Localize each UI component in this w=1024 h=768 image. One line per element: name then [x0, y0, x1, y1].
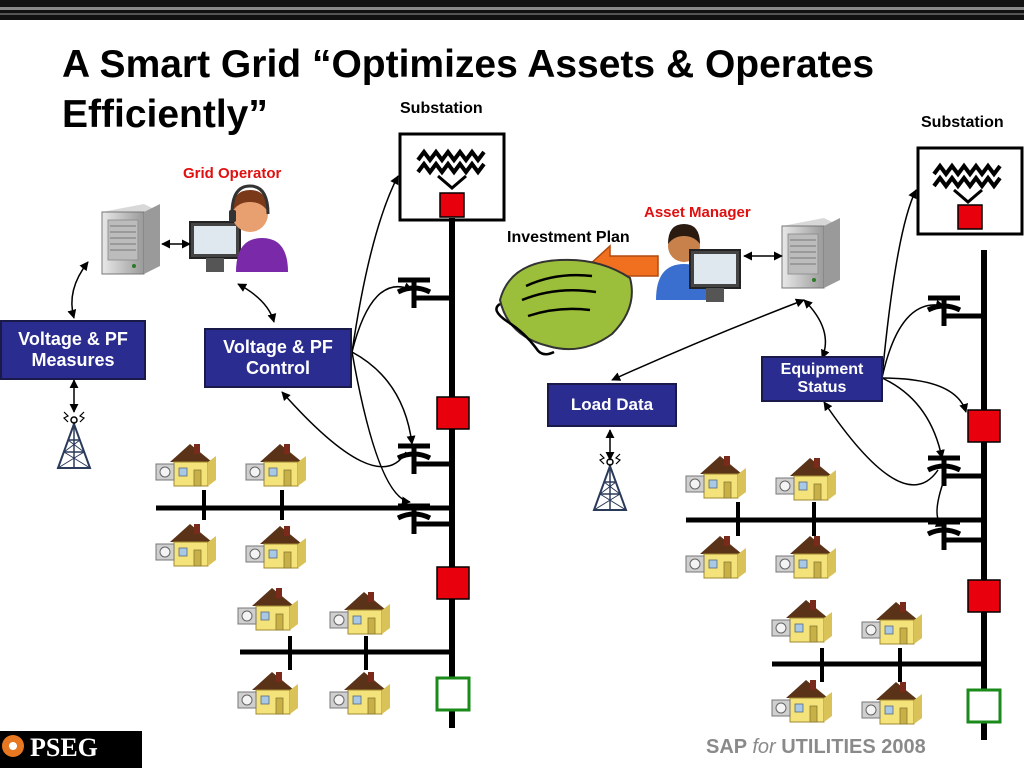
asset-manager-label: Asset Manager [644, 204, 751, 221]
sun-icon [2, 735, 24, 757]
investment-plan-label: Investment Plan [507, 229, 630, 246]
substation-right [916, 146, 1024, 236]
breaker-closed [439, 192, 465, 218]
sap-logo-prefix: SAP [706, 736, 747, 758]
capacitor-icon [928, 298, 982, 326]
box-line: Voltage & PF [223, 337, 333, 358]
substation-left-label: Substation [400, 100, 483, 117]
house-icon [685, 455, 747, 499]
house-icon [771, 679, 833, 723]
house-icon [237, 671, 299, 715]
top-decorative-bar [0, 0, 1024, 20]
operator-icon [189, 184, 288, 272]
house-icon [155, 443, 217, 487]
capacitor-icon [398, 280, 452, 308]
house-icon [771, 599, 833, 643]
house-icon [329, 671, 391, 715]
box-line: Status [797, 379, 847, 396]
load-data-box: Load Data [547, 383, 677, 427]
sap-for-utilities-logo: SAP for UTILITIES 2008 [706, 736, 926, 759]
house-icon [155, 523, 217, 567]
capacitor-icon [928, 522, 982, 550]
house-icon [245, 525, 307, 569]
substation-left [398, 132, 506, 222]
slide-title: A Smart Grid “Optimizes Assets & Operate… [62, 40, 874, 140]
pseg-logo: PSEG [0, 731, 142, 768]
house-icon [775, 457, 837, 501]
house-icon [861, 601, 923, 645]
box-line: Load Data [570, 395, 654, 415]
server-icon [101, 203, 161, 275]
house-icon [329, 591, 391, 635]
breaker-closed [967, 409, 1001, 443]
substation-right-label: Substation [921, 114, 1004, 131]
breaker-closed [957, 204, 983, 230]
box-line: Voltage & PF [18, 329, 128, 350]
house-icon [245, 443, 307, 487]
server-icon [781, 217, 841, 289]
connector-arrows [67, 175, 969, 527]
breaker-open [966, 688, 1002, 724]
box-line: Measures [31, 350, 115, 370]
grid-operator-label: Grid Operator [183, 165, 282, 182]
radio-tower-icon [593, 453, 627, 511]
house-icon [237, 587, 299, 631]
breaker-closed [436, 396, 470, 430]
breaker-closed [436, 566, 470, 600]
sap-logo-suffix: UTILITIES 2008 [781, 736, 926, 758]
box-line: Control [246, 358, 310, 378]
slide-title-line1: A Smart Grid “Optimizes Assets & Operate… [62, 43, 875, 86]
transformer-icon [932, 162, 1002, 204]
breaker-closed [967, 579, 1001, 613]
slide-title-line2: Efficiently” [62, 93, 268, 136]
pseg-logo-text: PSEG [30, 733, 98, 762]
house-icon [861, 681, 923, 725]
breaker-open [435, 676, 471, 712]
transformer-icon [416, 148, 486, 190]
box-line: Equipment [780, 360, 864, 378]
capacitor-icon [398, 446, 452, 474]
house-icon [685, 535, 747, 579]
sap-logo-for: for [752, 736, 776, 758]
asset-manager-icon [656, 224, 741, 302]
radio-tower-icon [57, 411, 91, 469]
house-icon [775, 535, 837, 579]
document-icon [495, 258, 633, 356]
